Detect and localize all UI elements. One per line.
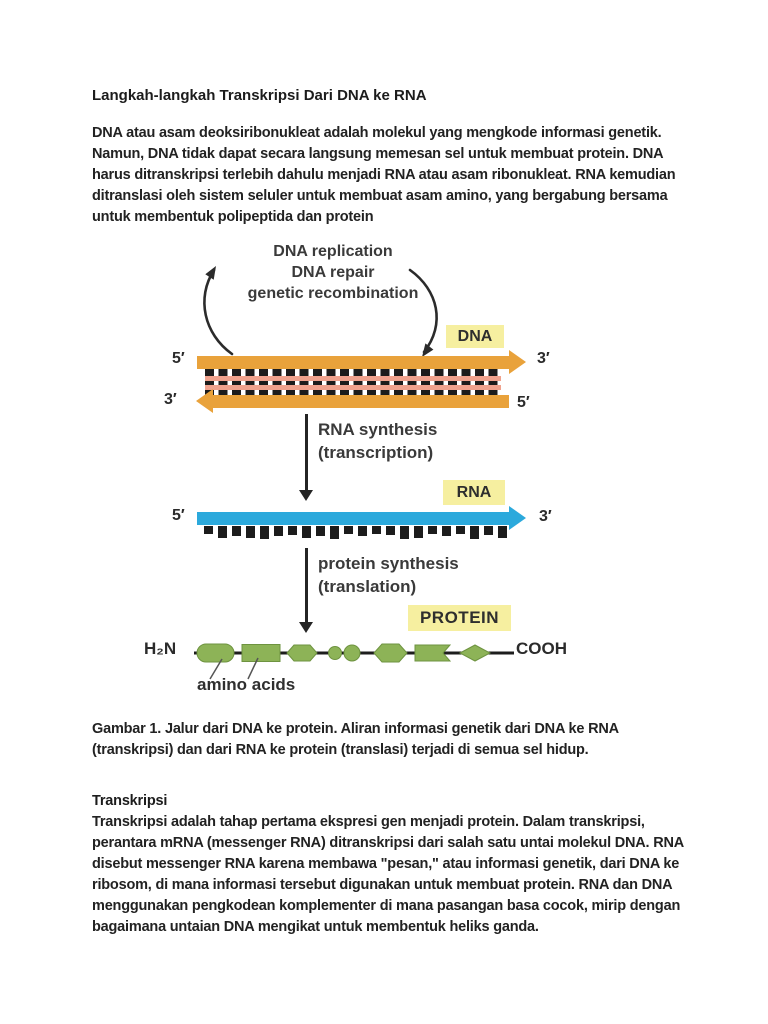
page-title: Langkah-langkah Transkripsi Dari DNA ke … (92, 87, 427, 104)
rna-base-tick (386, 526, 395, 535)
carboxyl-terminus-label: COOH (516, 639, 567, 658)
step1-line1: RNA synthesis (318, 420, 438, 439)
dna-bottom-left-prime: 3′ (164, 391, 177, 408)
rna-base-tick (358, 526, 367, 536)
dna-top-strand-arrowhead-icon (509, 350, 526, 374)
dna-tag: DNA (446, 325, 504, 348)
translation-arrowhead-icon (299, 622, 313, 633)
rna-base-tick (246, 526, 255, 538)
dna-top-right-prime: 3′ (537, 350, 550, 367)
rna-left-prime: 5′ (172, 507, 185, 524)
translation-step-label: protein synthesis (translation) (318, 552, 459, 598)
transcription-arrow (305, 414, 308, 490)
amino-acids-pointer-lines-icon (209, 657, 259, 680)
rna-base-tick (330, 526, 339, 539)
amino-terminus-label: H₂N (144, 639, 177, 658)
rna-base-tick (442, 526, 451, 536)
section-paragraph: Transkripsi adalah tahap pertama ekspres… (92, 814, 684, 935)
base-pair-stripe (205, 376, 501, 381)
rna-base-tick (288, 526, 297, 535)
dna-bottom-right-prime: 5′ (517, 394, 530, 411)
cycle-label-replication: DNA replication (273, 243, 393, 260)
rna-base-tick (316, 526, 325, 536)
rna-base-tick (274, 526, 283, 536)
intro-paragraph: DNA atau asam deoksiribonukleat adalah m… (92, 125, 676, 225)
rna-base-tick (498, 526, 507, 538)
cycle-arrow-left-icon (203, 266, 234, 356)
step2-line2: (translation) (318, 577, 417, 596)
amino-acids-label: amino acids (197, 675, 296, 694)
rna-base-tick (204, 526, 213, 534)
dna-base-pairs (205, 369, 501, 395)
rna-strand-arrowhead-icon (509, 506, 526, 530)
rna-base-tick (344, 526, 353, 534)
rna-base-tick (414, 526, 423, 538)
dna-bottom-strand (213, 395, 509, 408)
section-heading: Transkripsi (92, 793, 168, 809)
rna-base-tick (470, 526, 479, 539)
transcription-arrowhead-icon (299, 490, 313, 501)
dna-top-left-prime: 5′ (172, 350, 185, 367)
dna-top-strand (197, 356, 509, 369)
cycle-arrow-right-icon (408, 268, 438, 357)
rna-strand (197, 512, 509, 525)
rna-base-tick (400, 526, 409, 539)
rna-base-tick (218, 526, 227, 538)
dna-to-protein-diagram: DNA replication DNA repair genetic recom… (92, 238, 692, 703)
rna-base-tick (484, 526, 493, 535)
rna-tag: RNA (443, 480, 505, 505)
protein-tag: PROTEIN (408, 605, 511, 631)
cycle-label-recombination: genetic recombination (247, 285, 419, 302)
rna-base-tick (372, 526, 381, 534)
rna-base-tick (302, 526, 311, 538)
step2-line1: protein synthesis (318, 554, 459, 573)
rna-base-tick (428, 526, 437, 534)
rna-base-tick (232, 526, 241, 536)
rna-base-ticks (204, 526, 507, 539)
figure-caption: Gambar 1. Jalur dari DNA ke protein. Ali… (92, 721, 619, 758)
transcription-step-label: RNA synthesis (transcription) (318, 418, 437, 464)
base-pair-stripe (205, 385, 501, 390)
rna-base-tick (456, 526, 465, 534)
rna-base-tick (260, 526, 269, 539)
dna-cycle-labels: DNA replication DNA repair genetic recom… (183, 241, 483, 304)
step1-line2: (transcription) (318, 443, 434, 462)
translation-arrow (305, 548, 308, 622)
cycle-label-repair: DNA repair (291, 264, 375, 281)
protein-chain-icon (194, 643, 514, 663)
rna-right-prime: 3′ (539, 508, 552, 525)
dna-bottom-strand-arrowhead-icon (196, 389, 213, 413)
